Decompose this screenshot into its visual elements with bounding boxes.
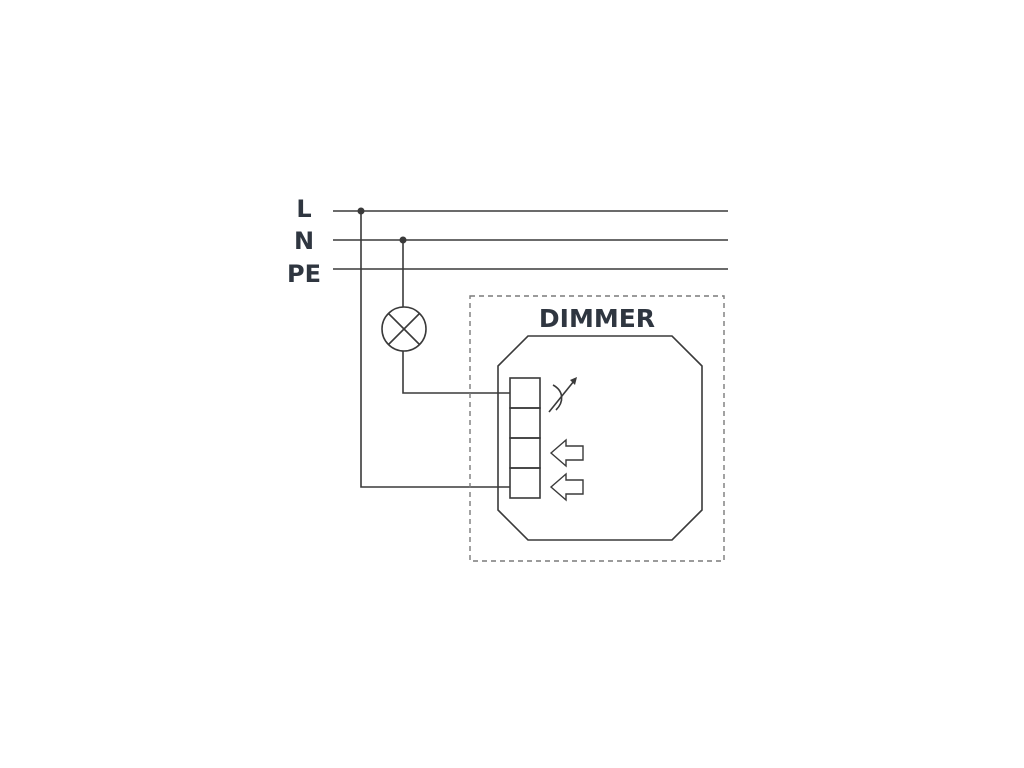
- terminal-2: [509, 407, 541, 439]
- wire-lamp-to-terminal: [402, 351, 510, 394]
- label-l: L: [296, 195, 311, 223]
- terminal-block: [509, 377, 541, 499]
- device-title: DIMMER: [539, 304, 655, 333]
- dimmer-body: [497, 335, 703, 541]
- variable-adjust-icon: [548, 377, 577, 413]
- terminal-4: [509, 467, 541, 499]
- wire-l-to-terminal: [360, 211, 510, 488]
- terminal-1: [509, 377, 541, 409]
- input-arrow-icon: [549, 438, 584, 502]
- installation-boundary: [469, 295, 725, 562]
- lamp-icon: [381, 306, 427, 352]
- label-pe: PE: [287, 260, 321, 288]
- terminal-3: [509, 437, 541, 469]
- label-n: N: [294, 227, 314, 255]
